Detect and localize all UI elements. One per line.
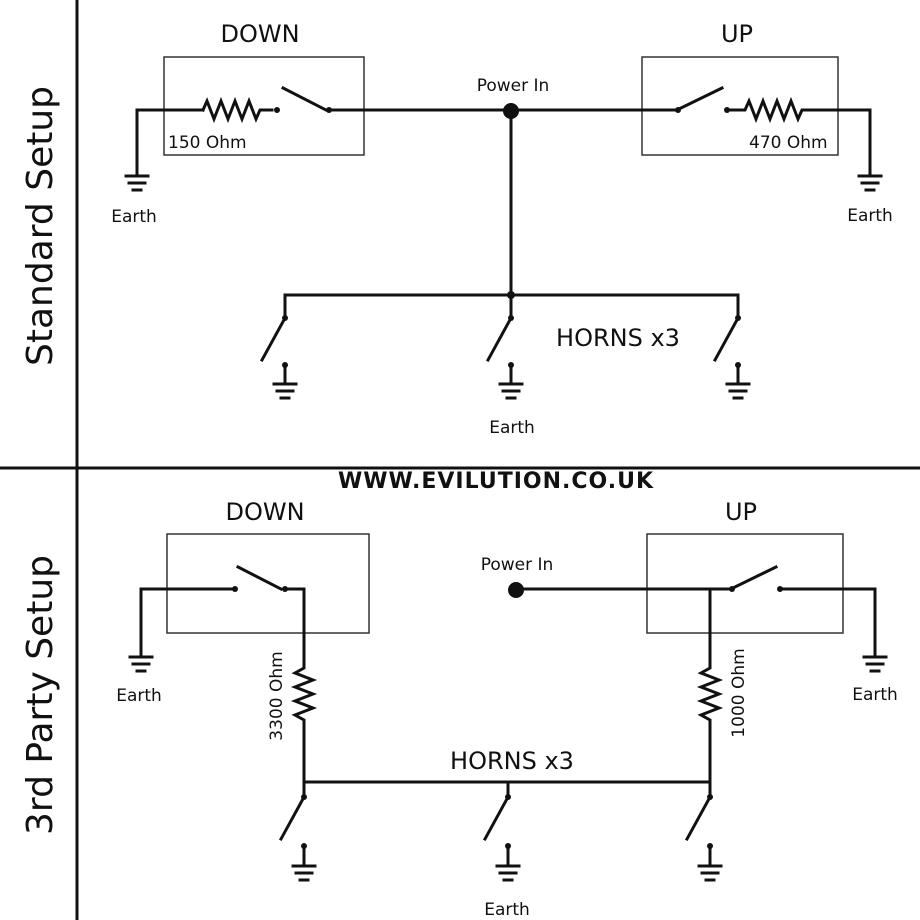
down-switch-box	[163, 56, 365, 156]
down-title: DOWN	[225, 498, 304, 526]
down-resistor-label: 3300 Ohm	[267, 651, 287, 740]
up-switch-icon	[732, 564, 779, 590]
earth-icon	[128, 655, 154, 673]
down-earth-wire	[135, 108, 205, 178]
earth-label-right: Earth	[852, 685, 898, 705]
horn-switch-icon	[278, 794, 317, 882]
up-resistor-label: 470 Ohm	[749, 133, 828, 153]
horns-label: HORNS x3	[450, 747, 574, 775]
up-switch-box	[646, 533, 844, 634]
down-switch-contact	[274, 107, 280, 113]
horn-switch-icon	[712, 315, 751, 400]
horns-junction	[507, 291, 515, 299]
up-earth-wire	[778, 587, 877, 659]
down-resistor-icon	[201, 96, 274, 124]
up-resistor-icon	[728, 96, 872, 178]
down-title: DOWN	[220, 20, 299, 48]
down-switch-contact	[232, 586, 238, 592]
up-resistor-icon	[696, 587, 724, 784]
down-switch-icon	[280, 85, 329, 113]
standard-setup: DOWN 150 Ohm Earth Power In UP 470 Ohm	[111, 20, 893, 438]
down-earth-wire	[139, 587, 235, 659]
up-switch-icon	[678, 85, 725, 111]
third-party-setup-title: 3rd Party Setup	[20, 555, 61, 835]
horn-switch-icon	[259, 315, 298, 400]
horn-switch-icon	[482, 794, 521, 882]
horns-label: HORNS x3	[556, 324, 680, 352]
earth-icon	[862, 655, 888, 673]
earth-label-horns: Earth	[489, 418, 535, 438]
up-switch-box	[641, 56, 839, 156]
earth-label-right: Earth	[847, 206, 893, 226]
power-in-label: Power In	[481, 555, 554, 575]
earth-label-left: Earth	[111, 207, 157, 227]
earth-label-horns: Earth	[484, 900, 530, 920]
standard-setup-title: Standard Setup	[20, 86, 61, 366]
down-resistor-icon	[283, 587, 318, 784]
earth-label-left: Earth	[116, 686, 162, 706]
down-resistor-label: 150 Ohm	[168, 133, 247, 153]
down-switch-icon	[235, 564, 284, 592]
earth-icon	[857, 174, 883, 192]
up-title: UP	[725, 498, 757, 526]
website-text: WWW.EVILUTION.CO.UK	[338, 469, 654, 494]
power-in-label: Power In	[477, 76, 550, 96]
earth-icon	[124, 174, 150, 192]
horn-switch-icon	[684, 794, 723, 882]
up-title: UP	[721, 20, 753, 48]
up-resistor-label: 1000 Ohm	[729, 648, 749, 737]
horn-switch-icon	[485, 315, 524, 400]
third-party-setup: DOWN 3300 Ohm Earth Power In UP 1000 Ohm	[116, 498, 898, 920]
down-switch-box	[166, 533, 370, 634]
up-switch-contact	[729, 586, 735, 592]
up-switch-contact	[675, 107, 681, 113]
